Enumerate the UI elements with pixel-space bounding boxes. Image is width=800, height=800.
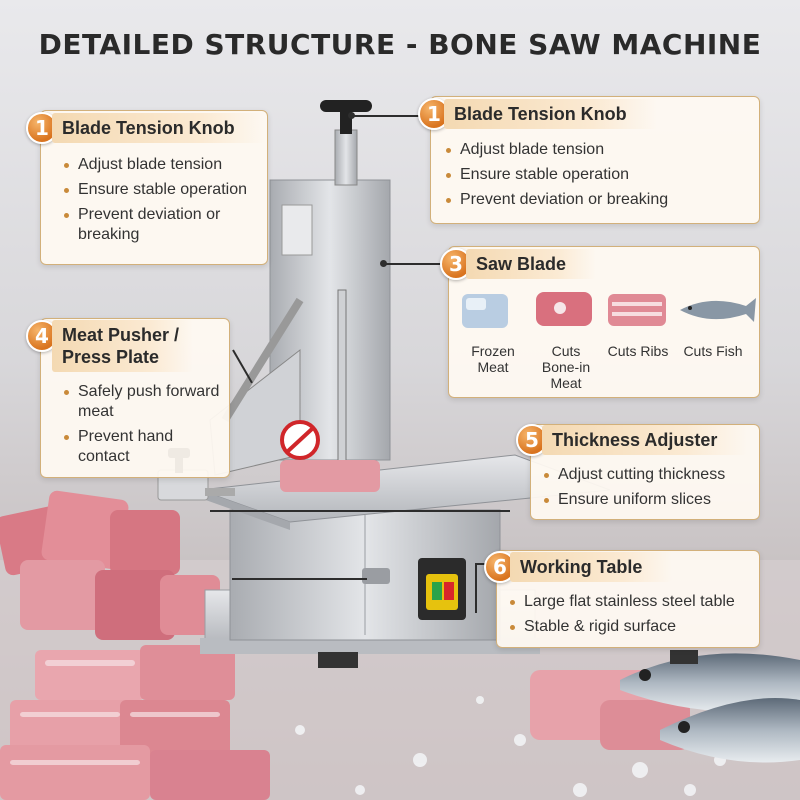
leader-knob-right xyxy=(352,115,420,117)
blade-use-bone-in: Cuts Bone-in Meat xyxy=(531,343,601,391)
bullet: Prevent deviation or breaking xyxy=(62,205,262,245)
callout-title: Working Table xyxy=(510,552,673,582)
blade-use-label: Frozen Meat xyxy=(471,343,515,375)
bullet: Prevent deviation or breaking xyxy=(444,190,744,210)
callout-title: Thickness Adjuster xyxy=(542,425,748,455)
bullet: Adjust blade tension xyxy=(62,155,262,175)
callout-saw-blade-head: 3 Saw Blade xyxy=(440,248,597,280)
ribs-icon xyxy=(608,294,666,326)
blade-uses-icons xyxy=(462,292,756,328)
leader-thickness xyxy=(210,510,510,512)
blade-use-label: Cuts Fish xyxy=(683,343,743,359)
callout-knob-left-bullets: Adjust blade tension Ensure stable opera… xyxy=(62,155,262,250)
callout-working-table-bullets: Large flat stainless steel table Stable … xyxy=(508,592,758,642)
callout-title: Blade Tension Knob xyxy=(52,113,265,143)
callout-title: Saw Blade xyxy=(466,249,597,279)
leader-saw-blade xyxy=(385,263,445,265)
blade-use-ribs: Cuts Ribs xyxy=(603,343,673,359)
callout-knob-right-bullets: Adjust blade tension Ensure stable opera… xyxy=(444,140,744,215)
fish xyxy=(620,653,800,763)
bullet: Stable & rigid surface xyxy=(508,617,758,637)
bullet: Ensure stable operation xyxy=(444,165,744,185)
bullet: Adjust cutting thickness xyxy=(542,465,758,485)
meat-cubes xyxy=(0,490,270,800)
bullet: Safely push forward meat xyxy=(62,382,222,422)
bullet: Ensure stable operation xyxy=(62,180,262,200)
callout-title: Meat Pusher / Press Plate xyxy=(52,320,194,372)
blade-use-fish: Cuts Fish xyxy=(678,343,748,359)
leader-table-v xyxy=(475,563,477,613)
frozen-meat-icon xyxy=(462,294,508,328)
callout-title-line1: Meat Pusher / xyxy=(62,325,180,345)
callout-thickness-bullets: Adjust cutting thickness Ensure uniform … xyxy=(542,465,758,515)
blade-use-label: Cuts Bone-in Meat xyxy=(541,343,591,391)
bullet: Adjust blade tension xyxy=(444,140,744,160)
bullet: Ensure uniform slices xyxy=(542,490,758,510)
leader-table-h xyxy=(232,578,367,580)
callout-title: Blade Tension Knob xyxy=(444,99,657,129)
fish-icon xyxy=(680,298,756,322)
callout-knob-right-head: 1 Blade Tension Knob xyxy=(418,98,657,130)
leader-dot xyxy=(348,112,355,119)
bullet: Large flat stainless steel table xyxy=(508,592,758,612)
bone-in-meat-icon xyxy=(536,292,592,326)
blade-use-label: Cuts Ribs xyxy=(607,343,669,359)
bullet: Prevent hand contact xyxy=(62,427,222,467)
callout-thickness-head: 5 Thickness Adjuster xyxy=(516,424,748,456)
callout-title-line2: Press Plate xyxy=(62,347,160,367)
callout-meat-pusher-head: 4 Meat Pusher / Press Plate xyxy=(26,320,194,372)
leader-dot xyxy=(380,260,387,267)
blade-use-frozen: Frozen Meat xyxy=(458,343,528,375)
callout-meat-pusher-bullets: Safely push forward meat Prevent hand co… xyxy=(62,382,222,472)
page-title: DETAILED STRUCTURE - BONE SAW MACHINE xyxy=(38,28,762,61)
callout-working-table-head: 6 Working Table xyxy=(484,551,673,583)
callout-knob-left-head: 1 Blade Tension Knob xyxy=(26,112,265,144)
